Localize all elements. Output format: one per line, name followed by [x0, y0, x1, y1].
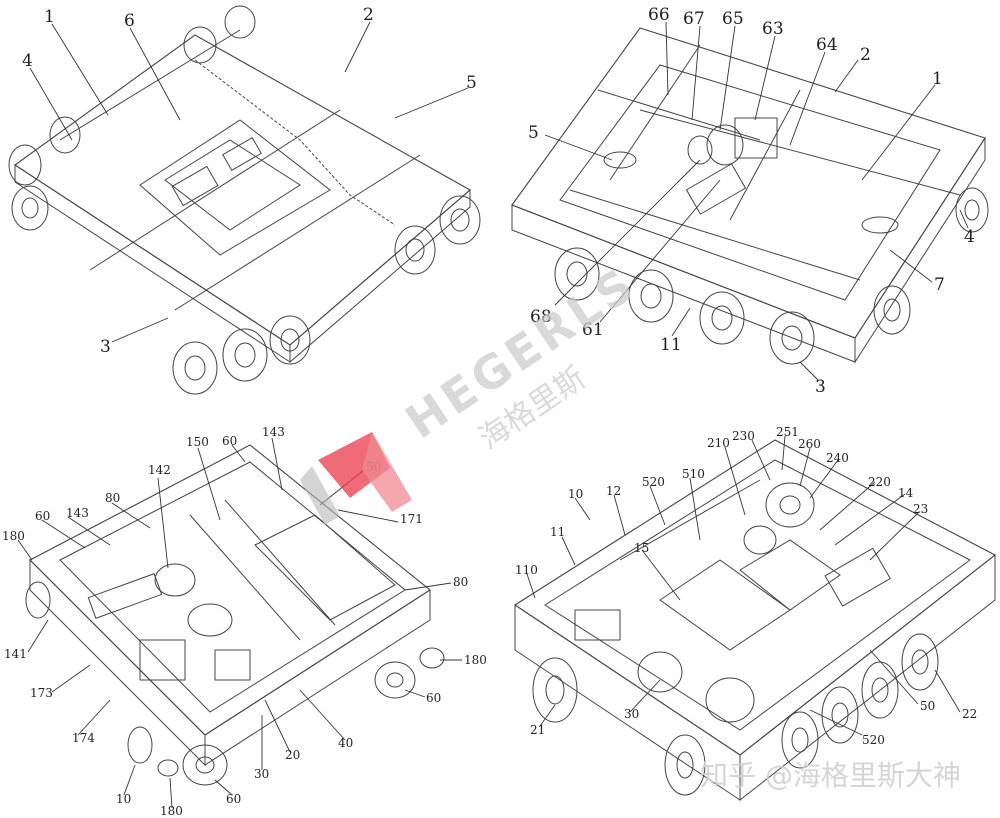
wheel-group	[554, 187, 989, 365]
label-7: 7	[934, 275, 945, 295]
label-80: 80	[453, 575, 468, 589]
label-60: 60	[426, 691, 441, 705]
label-65: 65	[722, 9, 744, 29]
label-180: 180	[160, 804, 183, 818]
label-230: 230	[732, 429, 755, 443]
label-60: 60	[222, 434, 237, 448]
label-10: 10	[116, 792, 131, 806]
label-20: 20	[285, 748, 300, 762]
label-3: 3	[815, 377, 826, 397]
label-11: 11	[550, 525, 565, 539]
label-21: 21	[530, 723, 545, 737]
panel-bottom-right: 251 230 260 210 240 220 10 12 520 510 14…	[513, 425, 997, 802]
label-23: 23	[913, 502, 928, 516]
hegerls-logo-mark	[300, 432, 412, 525]
label-4: 4	[964, 227, 975, 247]
label-3: 3	[100, 337, 111, 357]
label-251: 251	[776, 425, 799, 439]
label-64: 64	[816, 35, 838, 55]
wheel-group	[8, 5, 481, 395]
label-1: 1	[44, 7, 55, 27]
label-6: 6	[124, 11, 135, 31]
label-520: 520	[862, 733, 885, 747]
label-110: 110	[515, 563, 538, 577]
label-5: 5	[528, 123, 539, 143]
zhihu-credit: 知乎 @海格里斯大神	[700, 759, 961, 792]
label-80: 80	[105, 491, 120, 505]
label-60: 60	[226, 792, 241, 806]
label-4: 4	[22, 51, 33, 71]
label-30: 30	[254, 767, 269, 781]
label-143: 143	[66, 506, 89, 520]
label-2: 2	[860, 45, 871, 65]
label-180: 180	[2, 529, 25, 543]
label-141: 141	[4, 647, 27, 661]
label-10: 10	[568, 487, 583, 501]
label-510: 510	[682, 467, 705, 481]
hegerls-watermark: HEGERLS 海格里斯	[300, 256, 646, 525]
label-173: 173	[30, 686, 53, 700]
panel-top-left: 1 6 2 4 5 3	[8, 5, 481, 395]
label-210: 210	[707, 436, 730, 450]
label-142: 142	[148, 463, 171, 477]
label-40: 40	[338, 736, 353, 750]
label-14: 14	[898, 486, 914, 500]
label-260: 260	[798, 437, 821, 451]
wheel-group	[532, 633, 939, 796]
label-143: 143	[262, 425, 285, 439]
label-66: 66	[648, 5, 670, 25]
label-12: 12	[606, 484, 621, 498]
label-240: 240	[826, 451, 849, 465]
panel-bottom-left: 150 60 143 142 50 80 60 143 180 171 80 1…	[2, 425, 487, 818]
label-50: 50	[920, 699, 935, 713]
label-171: 171	[400, 512, 423, 526]
label-150: 150	[186, 435, 209, 449]
label-11: 11	[660, 335, 682, 355]
label-174: 174	[72, 731, 95, 745]
label-68: 68	[530, 307, 552, 327]
label-220: 220	[868, 475, 891, 489]
label-67: 67	[683, 9, 705, 29]
label-30: 30	[624, 707, 639, 721]
label-2: 2	[363, 5, 374, 25]
label-520: 520	[642, 475, 665, 489]
label-180: 180	[464, 653, 487, 667]
panel-top-right: 66 67 65 63 64 2 1 5 4 7 68 61 11 3	[511, 5, 989, 397]
label-63: 63	[762, 19, 784, 39]
label-22: 22	[962, 707, 977, 721]
label-15: 15	[634, 541, 649, 555]
wheel-group	[25, 581, 445, 786]
label-5: 5	[466, 73, 477, 93]
label-61: 61	[582, 320, 604, 340]
label-1: 1	[932, 69, 943, 89]
label-60: 60	[35, 509, 50, 523]
